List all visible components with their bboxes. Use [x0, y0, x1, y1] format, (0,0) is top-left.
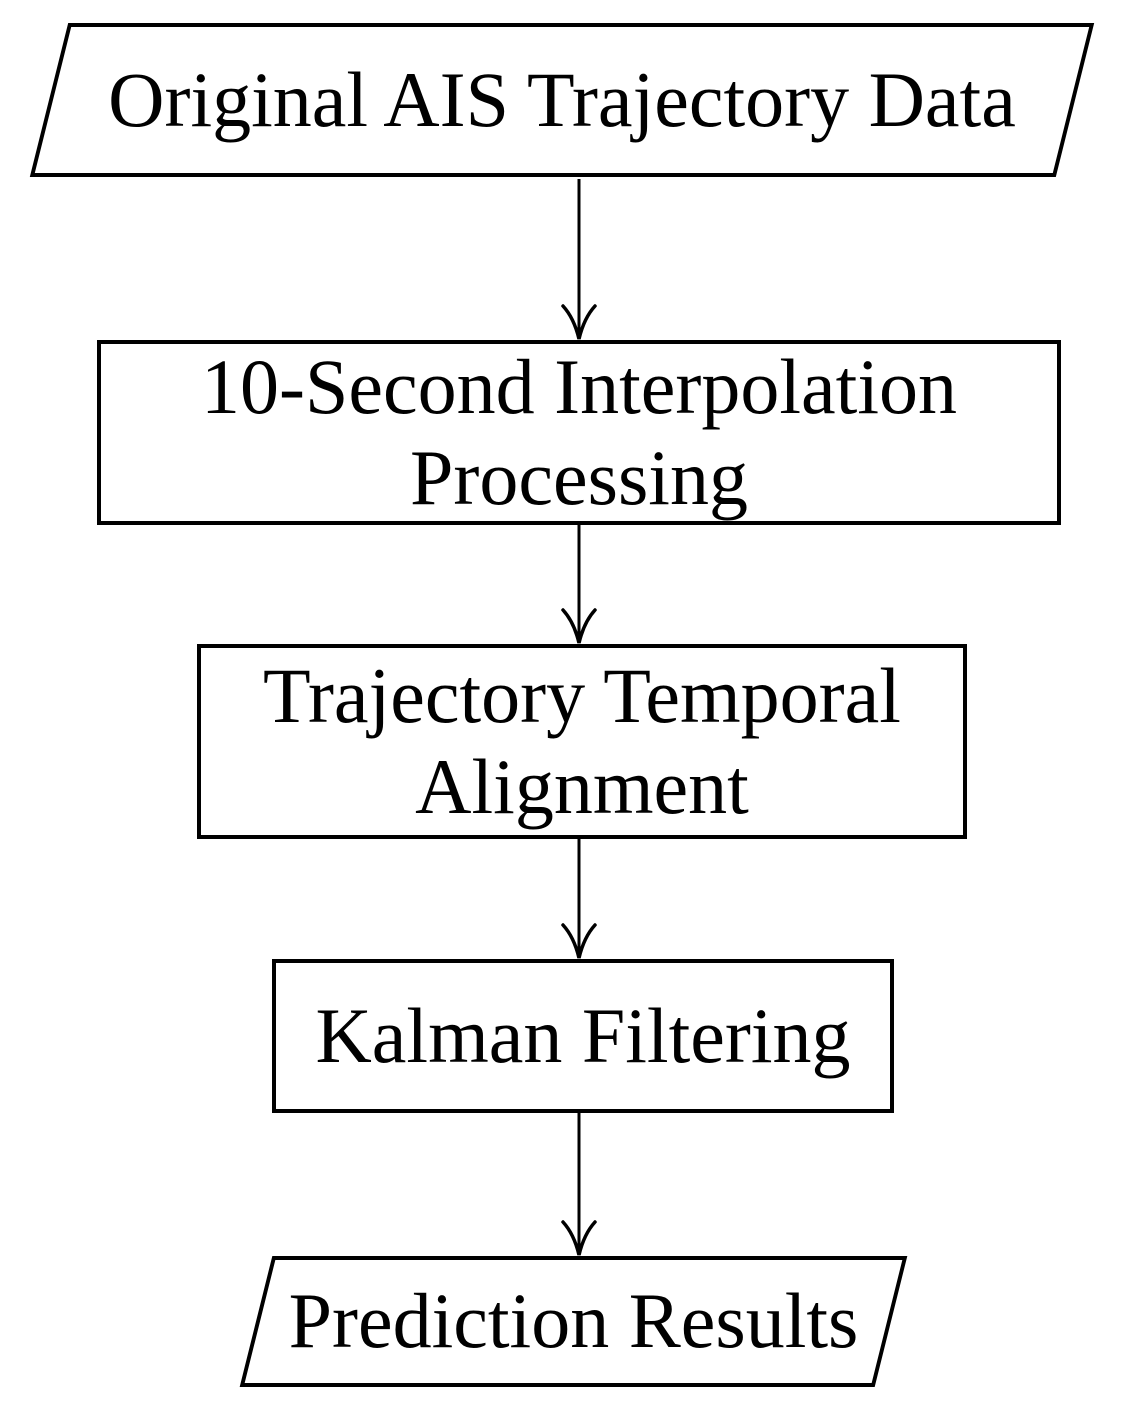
- node-label-line: Trajectory Temporal: [263, 652, 901, 740]
- arrowhead-icon: [561, 923, 597, 959]
- node-label-line: Processing: [410, 433, 748, 521]
- node-trajectory-temporal-alignment: Trajectory Temporal Alignment: [197, 644, 967, 839]
- arrow-interpolation-to-alignment: [561, 524, 597, 644]
- arrow-alignment-to-kalman: [561, 838, 597, 959]
- arrow-original-to-interpolation: [561, 179, 597, 340]
- node-label: 10-Second Interpolation Processing: [201, 342, 957, 523]
- node-label: Trajectory Temporal Alignment: [263, 651, 901, 832]
- node-label: Kalman Filtering: [315, 991, 850, 1081]
- node-prediction-results: Prediction Results: [238, 1256, 909, 1387]
- arrowhead-icon: [561, 304, 597, 340]
- node-label-line: Original AIS Trajectory Data: [108, 55, 1016, 143]
- arrow-kalman-to-prediction: [561, 1112, 597, 1256]
- node-kalman-filtering: Kalman Filtering: [272, 959, 894, 1113]
- node-label: Prediction Results: [289, 1276, 859, 1366]
- arrowhead-icon: [561, 1220, 597, 1256]
- node-label-line: Alignment: [415, 742, 749, 830]
- node-label: Original AIS Trajectory Data: [108, 55, 1016, 145]
- node-label-line: Kalman Filtering: [315, 991, 851, 1079]
- arrowhead-icon: [561, 608, 597, 644]
- node-ten-second-interpolation-processing: 10-Second Interpolation Processing: [97, 340, 1061, 525]
- node-label-line: Prediction Results: [288, 1277, 859, 1365]
- node-label-line: 10-Second Interpolation: [201, 343, 957, 431]
- node-original-ais-trajectory-data: Original AIS Trajectory Data: [28, 23, 1096, 177]
